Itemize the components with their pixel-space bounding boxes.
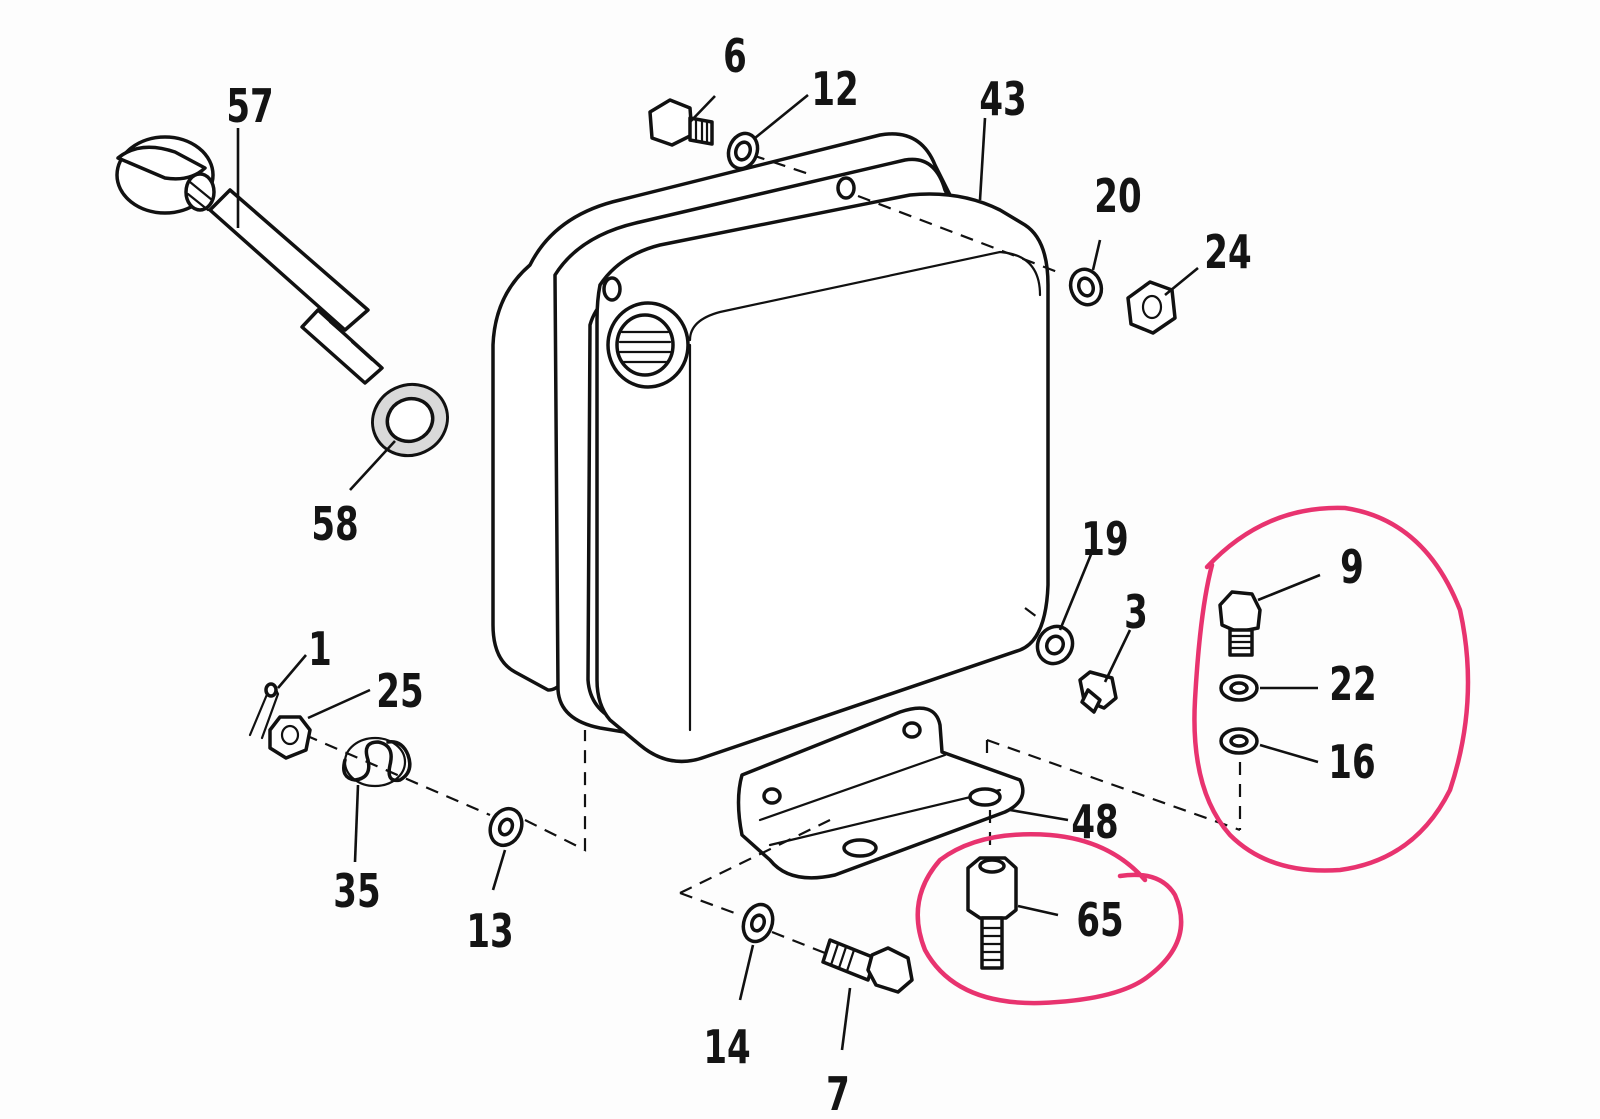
tank-contour [688, 250, 1042, 732]
cotter-pin-1 [248, 682, 280, 740]
callout-19: 19 [1081, 512, 1128, 567]
highlight-circle-spacer [915, 832, 1184, 1006]
gasket-58 [371, 382, 449, 458]
bracket-hole [762, 787, 782, 805]
washer-14 [741, 902, 775, 944]
callout-48: 48 [1071, 795, 1118, 850]
nut-24 [1126, 280, 1177, 335]
callout-58: 58 [311, 497, 358, 552]
callout-9: 9 [1340, 540, 1364, 595]
leader-lines [236, 93, 1321, 1051]
bracket-slot [968, 787, 1002, 807]
washer-13 [488, 806, 524, 848]
washer-19 [1035, 624, 1075, 666]
callout-22: 22 [1329, 657, 1376, 712]
spring-35 [342, 736, 412, 788]
drain-plug-3 [1078, 670, 1118, 714]
bolt-7 [821, 938, 914, 994]
highlight-circle-hardware-group [1192, 505, 1471, 873]
spacer-65 [966, 856, 1018, 970]
callout-6: 6 [723, 29, 747, 84]
callout-1: 1 [308, 622, 332, 677]
bracket-slot [842, 838, 878, 858]
nut-25 [268, 715, 312, 760]
callout-57: 57 [226, 79, 273, 134]
callout-14: 14 [703, 1020, 750, 1075]
filler-neck [606, 301, 690, 389]
tank-mount-hole [836, 176, 856, 200]
callout-35: 35 [333, 864, 380, 919]
callout-25: 25 [376, 664, 423, 719]
bolt-6 [648, 98, 714, 147]
callout-13: 13 [466, 904, 513, 959]
oil-tank [491, 132, 1050, 764]
lock-washer-20 [1068, 267, 1104, 307]
bracket-hole [902, 721, 922, 739]
tank-front-shell [595, 192, 1050, 764]
bolt-9 [1218, 590, 1262, 657]
assembly-lines [304, 153, 1242, 957]
callout-12: 12 [811, 62, 858, 117]
callout-labels: 57 58 6 12 43 20 24 19 3 9 22 16 1 25 35… [226, 29, 1376, 1119]
callout-24: 24 [1204, 225, 1251, 280]
callout-3: 3 [1124, 585, 1148, 640]
washer-16 [1219, 727, 1259, 755]
dipstick-cap [115, 135, 384, 385]
callout-43: 43 [979, 72, 1026, 127]
washer-12 [726, 131, 760, 171]
callout-20: 20 [1094, 169, 1141, 224]
lock-washer-22 [1219, 674, 1259, 702]
mounting-bracket [736, 706, 1025, 880]
callout-7: 7 [826, 1067, 850, 1119]
tank-mount-hole [602, 276, 622, 302]
callout-65: 65 [1076, 893, 1123, 948]
callout-16: 16 [1328, 735, 1375, 790]
